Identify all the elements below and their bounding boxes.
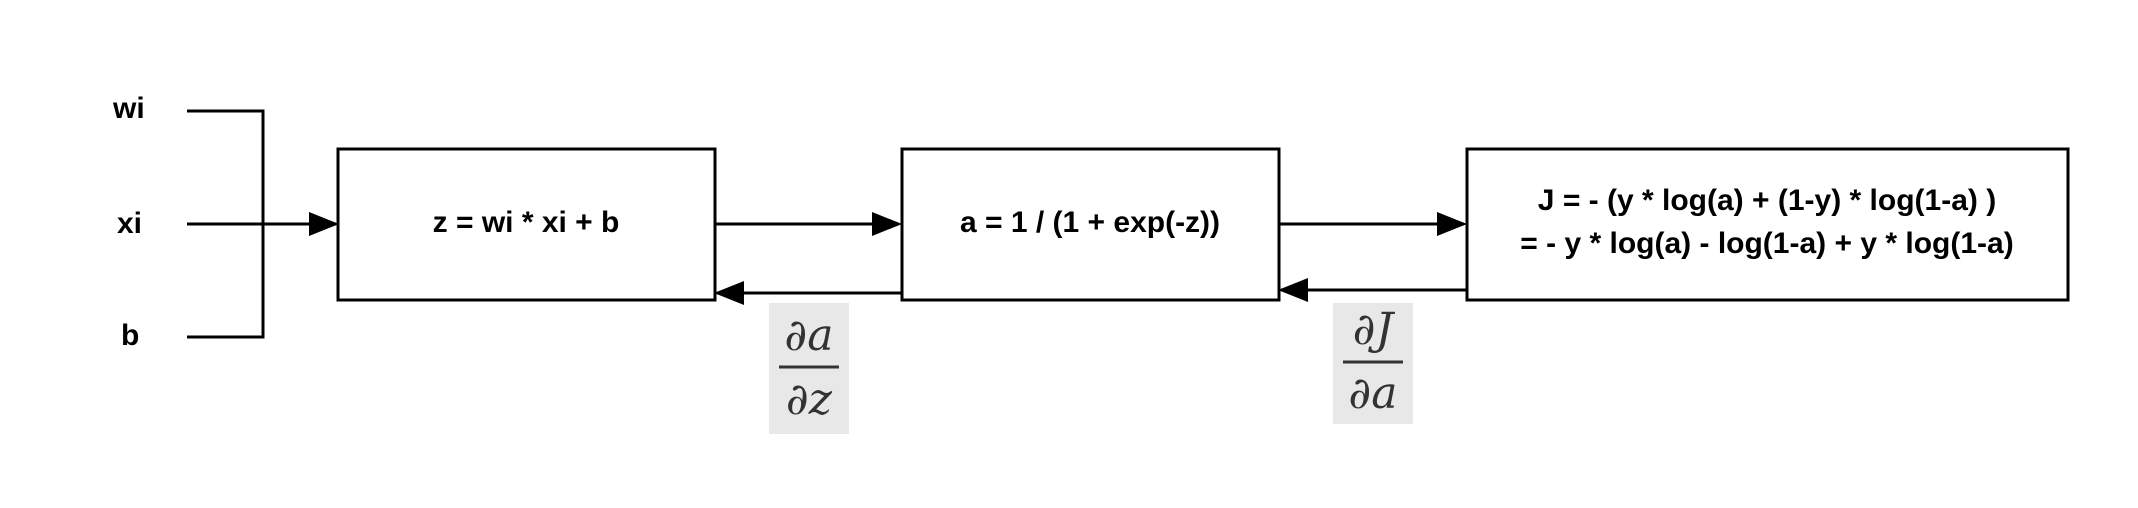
gradient-dj-da-numerator: ∂J: [1353, 304, 1396, 355]
gradient-da-dz: ∂a ∂z: [769, 303, 849, 434]
gradient-da-dz-denominator: ∂z: [786, 374, 833, 425]
loss-node-label-line1: J = - (y * log(a) + (1-y) * log(1-a) ): [1538, 184, 1996, 217]
input-label-b: b: [121, 319, 139, 352]
input-label-w: wi: [112, 92, 145, 125]
linear-node-label: z = wi * xi + b: [433, 206, 620, 239]
sigmoid-node-label: a = 1 / (1 + exp(-z)): [960, 206, 1220, 239]
gradient-dj-da: ∂J ∂a: [1333, 303, 1413, 424]
linear-node-box: [336, 147, 717, 302]
sigmoid-node-box: [900, 147, 1281, 302]
input-label-x: xi: [117, 207, 142, 240]
loss-node-label-line2: = - y * log(a) - log(1-a) + y * log(1-a): [1520, 227, 2013, 260]
gradient-da-dz-numerator: ∂a: [785, 310, 834, 361]
gradient-dj-da-denominator: ∂a: [1349, 368, 1398, 419]
loss-node-box: [1465, 147, 2070, 302]
